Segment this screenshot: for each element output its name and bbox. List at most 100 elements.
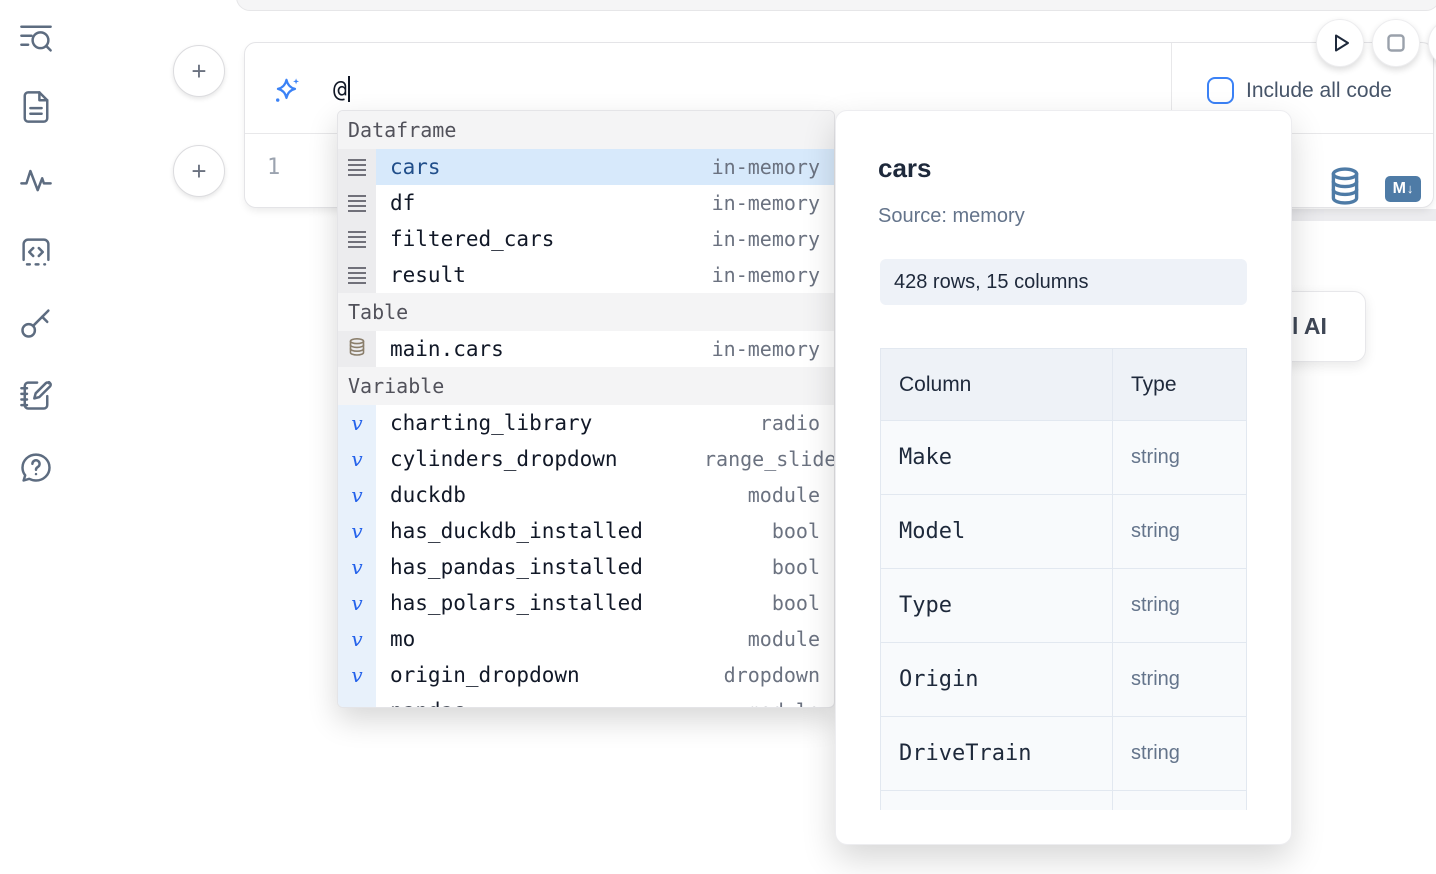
item-name: origin_dropdown	[390, 663, 580, 687]
editor-line-number: 1	[267, 155, 281, 180]
item-name: mo	[390, 627, 416, 651]
sidebar-help-chat-icon[interactable]	[17, 448, 55, 486]
item-type: dropdown	[723, 663, 820, 687]
item-name: filtered_cars	[390, 227, 555, 251]
item-type: bool	[771, 555, 820, 579]
stop-cell-button[interactable]	[1372, 19, 1420, 67]
item-content: has_polars_installed bool	[376, 585, 834, 621]
variable-icon: v	[351, 627, 363, 651]
item-icon-cell: v	[338, 585, 376, 621]
item-name: main.cars	[390, 337, 504, 361]
variable-icon: v	[351, 483, 363, 507]
schema-column-name: Type	[880, 568, 1113, 643]
schema-column-name: Origin	[880, 642, 1113, 717]
dataframe-icon	[348, 194, 366, 212]
sidebar-key-icon[interactable]	[17, 304, 55, 342]
sidebar-code-snippets-icon[interactable]	[17, 233, 55, 271]
convert-to-markdown-icon[interactable]: M↓	[1385, 175, 1421, 202]
variable-icon: v	[351, 663, 363, 687]
item-type: in-memory	[711, 155, 820, 179]
item-type: bool	[771, 591, 820, 615]
datasource-database-icon[interactable]	[1329, 167, 1361, 210]
item-icon-cell: v	[338, 405, 376, 441]
autocomplete-item[interactable]: v pandas module	[338, 693, 834, 707]
schema-column-type: string	[1112, 420, 1247, 495]
run-cell-button[interactable]	[1316, 19, 1364, 67]
autocomplete-section-header: Dataframe	[338, 111, 834, 149]
item-name: charting_library	[390, 411, 593, 435]
add-cell-below-button[interactable]: +	[173, 145, 225, 197]
variable-icon: v	[351, 411, 363, 435]
item-icon-cell: v	[338, 693, 376, 707]
schema-column-type: string	[1112, 494, 1247, 569]
autocomplete-item[interactable]: v has_polars_installed bool	[338, 585, 834, 621]
schema-column-type: string	[1112, 568, 1247, 643]
add-cell-above-button[interactable]: +	[173, 45, 225, 97]
item-name: result	[390, 263, 466, 287]
item-icon-cell	[338, 331, 376, 367]
ai-button-label: l AI	[1292, 313, 1327, 339]
item-name: pandas	[390, 699, 466, 707]
variable-icon: v	[351, 519, 363, 543]
item-content: cars in-memory	[376, 149, 834, 185]
schema-column-name: Make	[880, 420, 1113, 495]
autocomplete-section-header: Table	[338, 293, 834, 331]
sidebar-file-document-icon[interactable]	[17, 88, 55, 126]
prompt-divider	[1171, 43, 1172, 134]
variable-icon: v	[351, 447, 363, 471]
previous-cell-edge	[236, 0, 1436, 11]
item-icon-cell: v	[338, 441, 376, 477]
autocomplete-item[interactable]: v has_pandas_installed bool	[338, 549, 834, 585]
autocomplete-item[interactable]: v origin_dropdown dropdown	[338, 657, 834, 693]
item-icon-cell: v	[338, 513, 376, 549]
autocomplete-item[interactable]: v charting_library radio	[338, 405, 834, 441]
autocomplete-item[interactable]: cars in-memory	[338, 149, 834, 185]
item-icon-cell: v	[338, 549, 376, 585]
item-content: pandas module	[376, 693, 834, 707]
item-name: has_polars_installed	[390, 591, 643, 615]
item-content: cylinders_dropdown range_slider	[376, 441, 834, 477]
item-type: range_slider	[704, 447, 835, 471]
item-type: module	[748, 699, 820, 707]
schema-row-partial	[880, 790, 1247, 810]
item-icon-cell	[338, 149, 376, 185]
autocomplete-item[interactable]: v cylinders_dropdown range_slider	[338, 441, 834, 477]
include-all-code-checkbox[interactable]	[1207, 77, 1234, 104]
item-type: radio	[759, 411, 820, 435]
item-name: cars	[390, 155, 441, 179]
item-content: origin_dropdown dropdown	[376, 657, 834, 693]
include-all-code-label: Include all code	[1246, 78, 1392, 102]
item-icon-cell: v	[338, 621, 376, 657]
panel-title: cars	[878, 153, 932, 183]
item-type: in-memory	[711, 191, 820, 215]
item-content: charting_library radio	[376, 405, 834, 441]
item-type: bool	[771, 519, 820, 543]
sidebar-activity-icon[interactable]	[17, 161, 55, 199]
panel-source: Source: memory	[878, 205, 1025, 227]
sidebar-scratchpad-icon[interactable]	[17, 376, 55, 414]
dataframe-icon	[348, 158, 366, 176]
item-type: module	[747, 483, 820, 507]
ai-prompt-input[interactable]: @	[333, 76, 350, 103]
item-name: cylinders_dropdown	[390, 447, 618, 471]
sidebar-toc-search-icon[interactable]	[17, 19, 55, 57]
item-icon-cell: v	[338, 657, 376, 693]
item-name: has_pandas_installed	[390, 555, 643, 579]
schema-column-name: DriveTrain	[880, 716, 1113, 791]
